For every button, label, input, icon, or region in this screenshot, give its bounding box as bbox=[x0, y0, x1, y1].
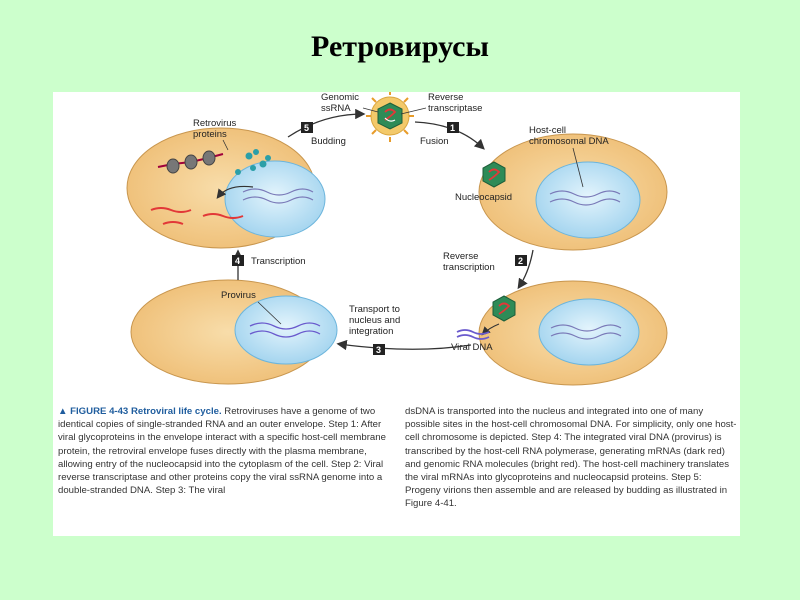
caption-left-column: ▲ FIGURE 4-43 Retroviral life cycle. Ret… bbox=[58, 405, 391, 511]
step-1-badge: 1 bbox=[450, 123, 455, 133]
label-reverse-transcription-1: Reverse bbox=[443, 251, 478, 262]
slide-title: Ретровирусы bbox=[311, 30, 489, 63]
ribosome bbox=[184, 154, 198, 170]
step-2-badge: 2 bbox=[518, 256, 523, 266]
cell-provirus: Provirus bbox=[130, 279, 338, 385]
label-reverse-transcriptase-2: transcriptase bbox=[428, 103, 482, 114]
step-4-badge: 4 bbox=[235, 256, 240, 266]
nucleocapsid-icon bbox=[482, 161, 506, 188]
label-host-cell-dna-2: chromosomal DNA bbox=[529, 136, 609, 147]
caption-right-text: dsDNA is transported into the nucleus an… bbox=[405, 406, 737, 510]
label-transcription: Transcription bbox=[251, 256, 306, 267]
ribosome bbox=[166, 158, 180, 174]
cell-infection: Nucleocapsid bbox=[455, 133, 668, 251]
label-genomic-ssrna-2: ssRNA bbox=[321, 103, 351, 114]
figure-caption: ▲ FIGURE 4-43 Retroviral life cycle. Ret… bbox=[58, 405, 738, 511]
retrovirus-life-cycle-diagram: Retrovirus proteins Genomic ssRNA Revers… bbox=[126, 92, 668, 386]
label-provirus: Provirus bbox=[221, 290, 256, 301]
provirus-dna bbox=[249, 322, 321, 330]
label-viral-dna: Viral DNA bbox=[451, 342, 493, 353]
label-transport-1: Transport to bbox=[349, 304, 400, 315]
host-dna bbox=[242, 188, 314, 196]
label-transport-3: integration bbox=[349, 326, 393, 337]
caption-left-text: Retroviruses have a genome of two identi… bbox=[58, 406, 386, 497]
nucleus bbox=[535, 161, 641, 239]
label-retrovirus-proteins-2: proteins bbox=[193, 129, 227, 140]
nucleus bbox=[538, 298, 640, 366]
figure-panel: Retrovirus proteins Genomic ssRNA Revers… bbox=[53, 92, 740, 536]
step-3-badge: 3 bbox=[376, 345, 381, 355]
label-nucleocapsid: Nucleocapsid bbox=[455, 192, 512, 203]
cell-viral-dna: Viral DNA bbox=[451, 280, 668, 386]
nucleocapsid-icon bbox=[492, 295, 516, 322]
virion bbox=[366, 92, 414, 142]
host-dna bbox=[549, 190, 621, 198]
label-genomic-ssrna-1: Genomic bbox=[321, 92, 359, 103]
nucleus bbox=[234, 295, 338, 365]
label-host-cell-dna-1: Host-cell bbox=[529, 125, 566, 136]
ribosome bbox=[202, 150, 216, 166]
label-transport-2: nucleus and bbox=[349, 315, 400, 326]
label-reverse-transcription-2: transcription bbox=[443, 262, 495, 273]
genomic-rna bbox=[150, 207, 192, 213]
caption-right-column: dsDNA is transported into the nucleus an… bbox=[405, 405, 738, 511]
step-5-badge: 5 bbox=[304, 123, 309, 133]
retrovirus-proteins bbox=[235, 149, 271, 175]
figure-label: ▲ FIGURE 4-43 bbox=[58, 406, 129, 417]
host-dna bbox=[550, 324, 622, 332]
cell-budding: Retrovirus proteins bbox=[126, 118, 326, 249]
label-reverse-transcriptase-1: Reverse bbox=[428, 92, 463, 103]
viral-dna-strand bbox=[456, 329, 490, 335]
label-retrovirus-proteins-1: Retrovirus bbox=[193, 118, 237, 129]
label-budding: Budding bbox=[311, 136, 346, 147]
nucleus bbox=[224, 160, 326, 238]
label-fusion: Fusion bbox=[420, 136, 449, 147]
figure-title: Retroviral life cycle. bbox=[130, 406, 222, 417]
